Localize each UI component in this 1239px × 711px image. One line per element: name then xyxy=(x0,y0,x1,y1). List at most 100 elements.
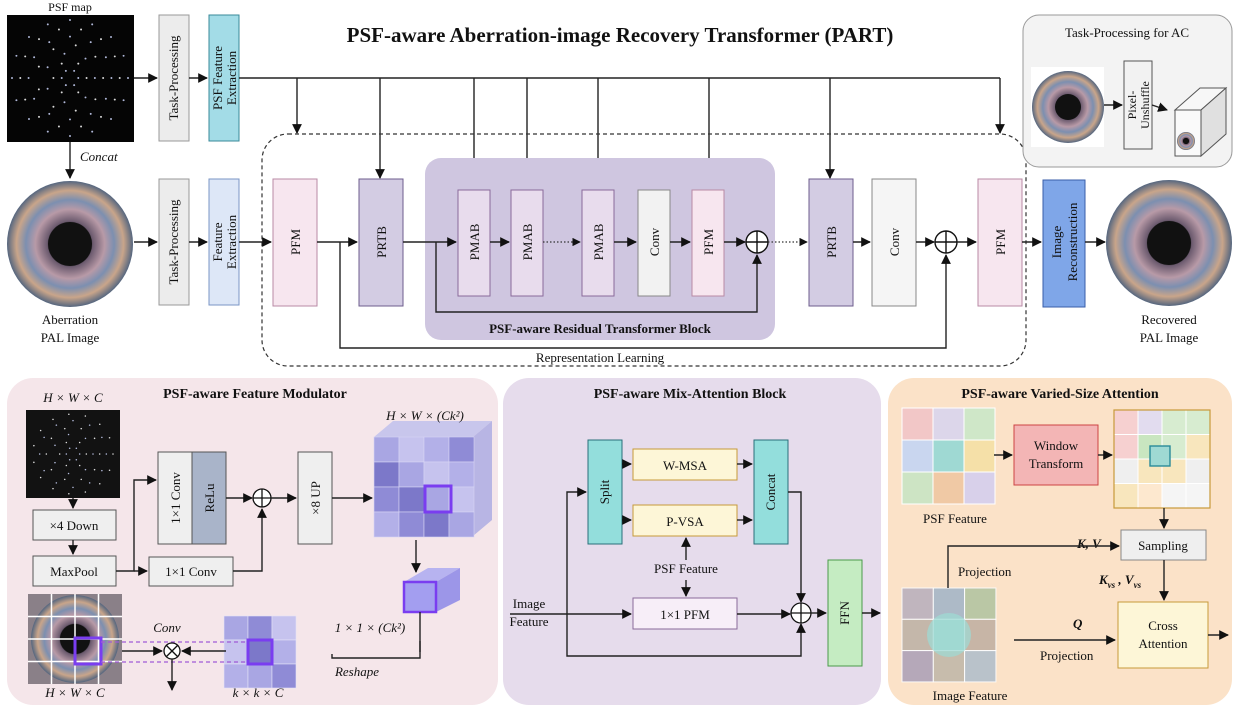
psf-map-image xyxy=(7,15,134,142)
cross-attention-label-1: Cross xyxy=(1148,618,1178,633)
conv1x1-box-upper xyxy=(157,451,193,545)
feature-extraction-box xyxy=(208,178,240,306)
window-transformed-grid xyxy=(1113,409,1211,509)
pmab-image-feature-2: Feature xyxy=(510,614,549,629)
pixel-unshuffle-label-1: Pixel- xyxy=(1125,91,1139,120)
q-label: Q xyxy=(1073,616,1083,631)
pmab-label-2: PMAB xyxy=(520,223,535,260)
cross-attention-label-2: Attention xyxy=(1138,636,1188,651)
pfm-label-last: PFM xyxy=(993,229,1008,255)
pvsa-image-feature-label: Image Feature xyxy=(933,688,1008,703)
pmab-panel-title: PSF-aware Mix-Attention Block xyxy=(594,387,787,402)
conv1x1-label-upper: 1×1 Conv xyxy=(168,472,183,524)
recovered-pal-image xyxy=(1106,180,1232,306)
wmsa-box xyxy=(632,448,738,481)
aberration-label-2: PAL Image xyxy=(41,330,100,345)
conv-label-prtb: Conv xyxy=(647,227,662,256)
pfm1x1-label: 1×1 PFM xyxy=(660,607,710,622)
kernel-tensor-cube xyxy=(373,421,492,538)
kvs-label: Kvs , Vvs xyxy=(1098,572,1142,590)
maxpool-box xyxy=(32,555,117,587)
kv-label: K, V xyxy=(1076,536,1102,551)
conv-label-main: Conv xyxy=(887,227,902,256)
pfm-box-prtb xyxy=(691,189,725,297)
psf-feature-grid xyxy=(901,407,996,505)
concat-box-label: Concat xyxy=(763,473,778,510)
pvsa-psf-feature-label: PSF Feature xyxy=(923,511,987,526)
window-transform-box xyxy=(1013,424,1099,486)
task-processing-label-bottom: Task-Processing xyxy=(166,199,181,285)
recovered-label-2: PAL Image xyxy=(1140,330,1199,345)
pmab-box-1 xyxy=(457,189,491,297)
projection-label-top: Projection xyxy=(958,564,1012,579)
conv-multiply-node xyxy=(163,642,181,660)
pixel-unshuffle-label-2: Unshuffle xyxy=(1138,81,1152,129)
image-reconstruction-label-1: Image xyxy=(1049,226,1064,259)
pvsa-panel-title: PSF-aware Varied-Size Attention xyxy=(961,387,1158,402)
concat-label: Concat xyxy=(80,149,118,164)
image-reconstruction-box xyxy=(1042,179,1086,308)
unshuffled-tensor-cube xyxy=(1173,86,1228,158)
feature-extraction-label-2: Extraction xyxy=(224,214,239,269)
prtb-box-2 xyxy=(808,178,854,307)
pmab-image-feature-1: Image xyxy=(513,596,546,611)
sampling-label: Sampling xyxy=(1138,538,1188,553)
cross-attention-box xyxy=(1117,601,1209,669)
image-reconstruction-label-2: Reconstruction xyxy=(1065,202,1080,281)
psf-feature-extraction-label-2: Extraction xyxy=(224,50,239,105)
reshape-label: Reshape xyxy=(334,664,379,679)
pmab-label-1: PMAB xyxy=(467,223,482,260)
pmab-psf-feature-label: PSF Feature xyxy=(654,561,718,576)
conv1x1-label-lower: 1×1 Conv xyxy=(165,564,217,579)
kernel-highlight xyxy=(423,484,453,514)
conv-box-prtb xyxy=(637,189,671,297)
conv-op-label: Conv xyxy=(153,620,181,635)
pfm1x1-box xyxy=(632,597,738,630)
pfm-psf-thumb xyxy=(26,410,120,498)
recovered-label-1: Recovered xyxy=(1141,312,1197,327)
prtb-box-1 xyxy=(358,178,404,307)
pfm-label-prtb: PFM xyxy=(701,229,716,255)
representation-learning-region xyxy=(261,133,1027,367)
sum-node-pfm xyxy=(252,488,272,508)
ac-input-image xyxy=(1031,67,1104,147)
pvsa-box xyxy=(632,504,738,537)
ffn-box xyxy=(827,559,863,667)
split-box xyxy=(587,439,623,545)
task-processing-label-top: Task-Processing xyxy=(166,35,181,121)
sum-node-pmab xyxy=(790,602,812,624)
pfm-box-last xyxy=(977,178,1023,307)
up8-label: ×8 UP xyxy=(308,481,323,515)
kxkxc-kernel-grid xyxy=(223,615,297,689)
pfm-dims-vector: 1 × 1 × (Ck²) xyxy=(335,620,406,635)
ac-panel-title: Task-Processing for AC xyxy=(1065,25,1189,40)
aberration-pal-image xyxy=(6,180,134,308)
diagram-title: PSF-aware Aberration-image Recovery Tran… xyxy=(347,23,894,47)
pfm-box-1 xyxy=(272,178,318,307)
pfm-dims-kernel: H × W × (Ck²) xyxy=(385,408,464,423)
psf-map-label: PSF map xyxy=(48,0,92,14)
prtb-group-label: PSF-aware Residual Transformer Block xyxy=(489,321,712,336)
prtb-label-1: PRTB xyxy=(374,226,389,258)
window-transform-label-1: Window xyxy=(1034,438,1079,453)
pfm-dims-bottom: H × W × C xyxy=(44,685,105,700)
aberration-label-1: Aberration xyxy=(42,312,99,327)
pfm-dims-kkc: k × k × C xyxy=(233,685,284,700)
wmsa-label: W-MSA xyxy=(663,458,708,473)
pfm-label-1: PFM xyxy=(288,229,303,255)
pmab-label-3: PMAB xyxy=(591,223,606,260)
task-processing-box-top xyxy=(158,14,190,142)
up8-box xyxy=(297,451,333,545)
x4-down-box xyxy=(32,509,117,541)
pfm-panel-title: PSF-aware Feature Modulator xyxy=(163,387,347,402)
psf-feature-extraction-box xyxy=(208,14,240,142)
x4-down-label: ×4 Down xyxy=(50,518,99,533)
prtb-label-2: PRTB xyxy=(824,226,839,258)
sampling-box xyxy=(1120,529,1207,561)
relu-label: ReLu xyxy=(202,483,217,512)
pmab-box-2 xyxy=(510,189,544,297)
pvsa-label: P-VSA xyxy=(666,514,704,529)
concat-box xyxy=(753,439,789,545)
representation-learning-label: Representation Learning xyxy=(536,350,665,365)
